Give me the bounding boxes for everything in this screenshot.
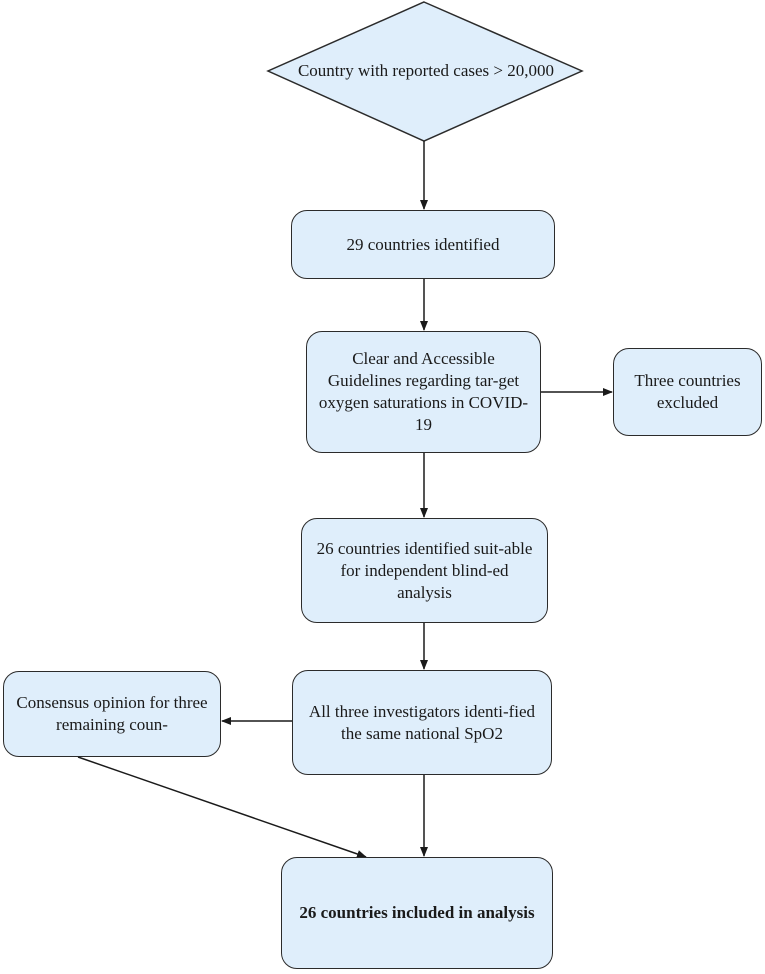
excluded-label: Three countries excluded: [634, 371, 741, 412]
start-decision-label: Country with reported cases > 20,000: [297, 61, 555, 80]
consensus-label: Consensus opinion for three remaining co…: [16, 693, 208, 734]
suitable-countries-box: 26 countries identified suit-able for in…: [301, 518, 548, 623]
investigators-label: All three investigators identi-fied the …: [308, 701, 536, 743]
arrow-consensus-to-final: [77, 756, 367, 858]
suitable-countries-label: 26 countries identified suit-able for in…: [316, 538, 533, 602]
investigators-box: All three investigators identi-fied the …: [292, 670, 552, 775]
final-included-label: 26 countries included in analysis: [299, 903, 535, 922]
guidelines-label: Clear and Accessible Guidelines regardin…: [318, 349, 529, 434]
countries-identified-label: 29 countries identified: [346, 234, 500, 254]
consensus-box: Consensus opinion for three remaining co…: [3, 671, 221, 757]
countries-identified-box: 29 countries identified: [291, 210, 555, 279]
guidelines-box: Clear and Accessible Guidelines regardin…: [306, 331, 541, 453]
excluded-box: Three countries excluded: [613, 348, 762, 436]
final-included-box: 26 countries included in analysis: [281, 857, 553, 969]
